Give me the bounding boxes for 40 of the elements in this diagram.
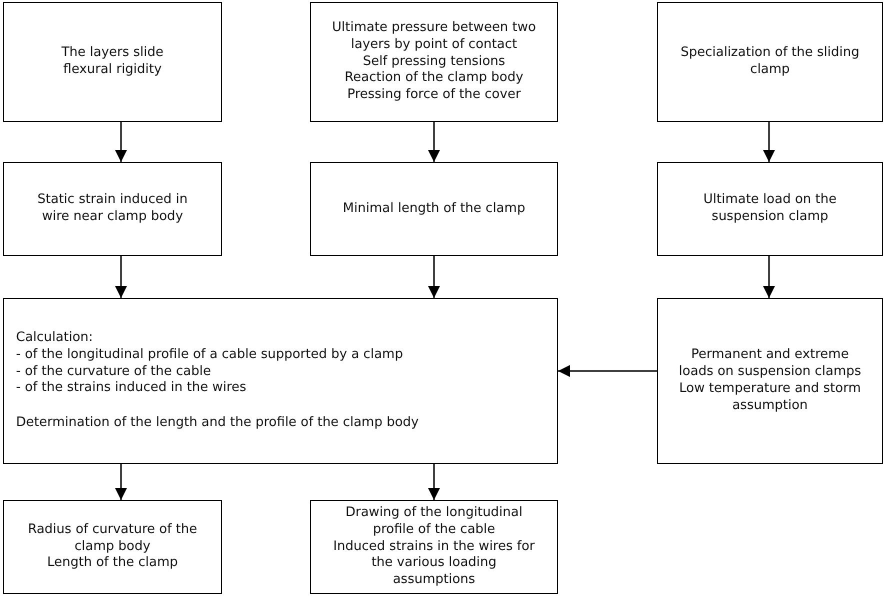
process-box — [3, 2, 222, 122]
arrow — [428, 256, 440, 298]
box-text: Static strain induced in wire near clamp body — [36, 192, 189, 226]
box-text: Pressing force of the cover — [347, 87, 521, 104]
process-box — [657, 298, 883, 464]
box-text: - of the strains induced in the wires — [16, 380, 246, 398]
box-text: Permanent and extreme loads on suspension clamps — [678, 347, 862, 381]
box-text: - of the longitudinal profile of a cable supported by a clamp — [16, 346, 403, 364]
arrow — [763, 256, 775, 298]
process-box — [310, 162, 558, 256]
box-text: Ultimate load on the suspension clamp — [702, 192, 838, 226]
box-text: Self pressing tensions — [362, 54, 506, 70]
process-box — [657, 2, 883, 122]
box-text: flexural rigidity — [63, 62, 162, 79]
box-text: Length of the clamp — [47, 555, 178, 572]
arrow — [115, 122, 127, 162]
arrow — [763, 122, 775, 162]
box-text: The layers slide — [61, 45, 164, 62]
box-text: Reaction of the clamp body — [344, 70, 524, 88]
box-text: Induced strains in the wires for the various loading assumptions — [332, 538, 536, 590]
arrow — [558, 365, 657, 377]
process-box — [310, 2, 558, 122]
arrow — [428, 122, 440, 162]
arrow — [115, 256, 127, 298]
box-text: Calculation: — [16, 330, 93, 347]
box-text: Low temperature and storm assumption — [678, 381, 862, 415]
box-text: - of the curvature of the cable — [16, 364, 211, 380]
box-text: Drawing of the longitudinal profile of the cable — [344, 504, 524, 539]
box-text: Ultimate pressure between two layers by point of contact — [330, 20, 537, 54]
box-text: Minimal length of the clamp — [342, 200, 526, 218]
box-text: Determination of the length and the profile of the clamp body — [16, 415, 419, 432]
box-text: Radius of curvature of the clamp body — [26, 522, 198, 556]
box-text: Specialization of the sliding clamp — [680, 45, 860, 79]
process-box — [3, 298, 558, 464]
process-box — [310, 500, 558, 594]
arrow — [115, 464, 127, 500]
process-box — [3, 162, 222, 256]
process-box — [3, 500, 222, 594]
process-box — [657, 162, 883, 256]
arrow — [428, 464, 440, 500]
